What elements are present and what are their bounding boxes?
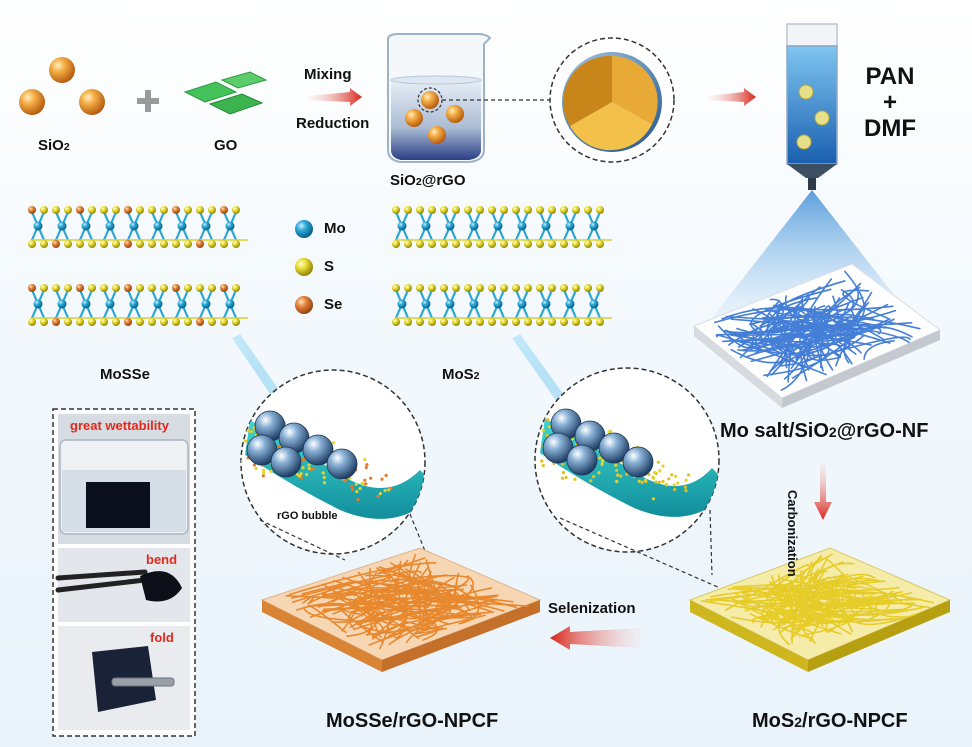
photo-panel [52, 408, 196, 737]
electrospin-arrow-icon [708, 88, 756, 106]
mixing-arrow-icon [308, 88, 362, 106]
plus-sign-icon [137, 90, 159, 112]
atom-legend-balls [295, 220, 313, 314]
zoom-bubble-left [240, 369, 426, 555]
go-sheets [183, 71, 268, 115]
orange-nanofiber-mat [260, 547, 542, 672]
carbonization-label: Carbonization [785, 490, 800, 577]
zoom-bubble-right [534, 367, 720, 553]
core-shell-zoom [549, 37, 675, 163]
mosse-crystal-label: MoSSe [100, 366, 151, 383]
bend-label: bend [146, 552, 178, 567]
selenization-label: Selenization [548, 600, 636, 617]
mosse-crystal [28, 206, 248, 326]
mos2-crystal [392, 206, 612, 326]
reduction-label: Reduction [296, 115, 370, 132]
blue-nanofiber-mat [693, 263, 941, 408]
nanofiber-label: Mo salt/SiO2@rGO-NF [720, 420, 929, 442]
mos2-npcf-label: MoS2/rGO-NPCF [752, 710, 908, 732]
legend-s-label: S [324, 258, 335, 275]
yellow-nanofiber-mat [688, 547, 952, 672]
syringe [786, 23, 838, 190]
go-label: GO [214, 137, 238, 154]
fold-label: fold [150, 630, 174, 645]
carbonization-arrow-icon [814, 462, 832, 520]
legend-mo-label: Mo [324, 220, 346, 237]
sio2-label: SiO2 [38, 137, 70, 154]
mos2-crystal-label: MoS2 [442, 366, 480, 383]
beaker [387, 33, 552, 163]
sio2-spheres [19, 57, 105, 115]
mixing-label: Mixing [304, 66, 352, 83]
mosse-npcf-label: MoSSe/rGO-NPCF [326, 710, 499, 732]
rgo-bubble-label: rGO bubble [277, 510, 338, 522]
selenization-arrow-icon [550, 626, 640, 650]
wettability-label: great wettability [70, 418, 169, 433]
syringe-solution-label: PAN + DMF [864, 63, 916, 142]
legend-se-label: Se [324, 296, 343, 313]
sio2-rgo-label: SiO2@rGO [390, 172, 466, 189]
